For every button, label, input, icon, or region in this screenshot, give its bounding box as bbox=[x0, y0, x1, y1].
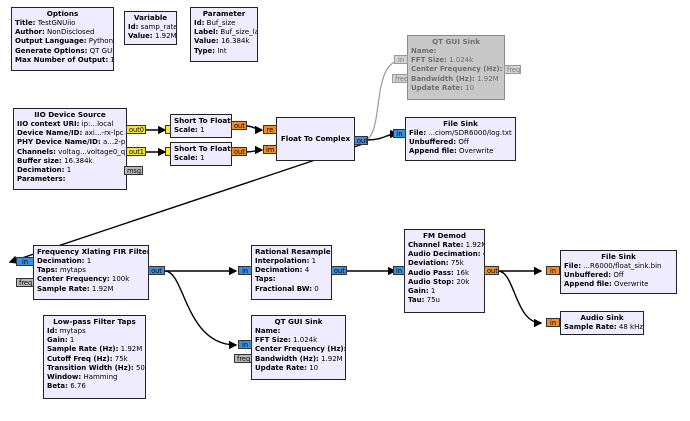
fm-demod-in-port[interactable]: in bbox=[393, 266, 405, 275]
block-title: Short To Float bbox=[174, 116, 231, 125]
low-pass-filter-taps-block[interactable]: Low-pass Filter Taps Id: mytaps Gain: 1 … bbox=[43, 315, 146, 399]
block-title: Options bbox=[46, 9, 79, 18]
connection-xlating-qtsink bbox=[164, 270, 238, 350]
s2f1-out-port[interactable]: out bbox=[231, 121, 247, 130]
variable-block[interactable]: Variable Id: samp_rate Value: 1.92M bbox=[124, 11, 177, 45]
block-title: QT GUI Sink bbox=[432, 37, 480, 46]
f2c-im-port[interactable]: im bbox=[263, 145, 277, 154]
qt-sink-bottom-freq-port[interactable]: freq bbox=[234, 354, 252, 363]
block-title: Short To Float bbox=[174, 144, 231, 153]
iio-msg-port[interactable]: msg bbox=[124, 166, 143, 175]
short-to-float-1-block[interactable]: Short To Float Scale: 1 bbox=[170, 114, 232, 138]
file-sink-top-in-port[interactable]: in bbox=[393, 129, 406, 138]
parameter-block[interactable]: Parameter Id: Buf_size Label: Buf_size_l… bbox=[190, 7, 258, 62]
xlating-in-port[interactable]: in bbox=[16, 257, 34, 266]
s2f2-in-port[interactable] bbox=[165, 147, 171, 156]
audio-sink-in-port[interactable]: in bbox=[546, 318, 560, 327]
options-block[interactable]: Options Title: TestGNUiio Author: NonDis… bbox=[11, 7, 114, 71]
resampler-in-port[interactable]: in bbox=[238, 266, 252, 275]
block-title: Float To Complex bbox=[280, 134, 351, 143]
freq-xlating-fir-filter-block[interactable]: Frequency Xlating FIR Filter Decimation:… bbox=[33, 245, 149, 300]
iio-out0-port[interactable]: out0 bbox=[126, 125, 146, 134]
fm-demod-block[interactable]: FM Demod Channel Rate: 1.92M Audio Decim… bbox=[404, 229, 485, 313]
xlating-out-port[interactable]: out bbox=[148, 266, 165, 275]
rational-resampler-block[interactable]: Rational Resampler Interpolation: 1 Deci… bbox=[251, 245, 332, 300]
s2f2-out-port[interactable]: out bbox=[231, 147, 247, 156]
qt-sink-top-in-port[interactable]: in bbox=[394, 55, 408, 64]
float-to-complex-block[interactable]: Float To Complex bbox=[276, 117, 355, 161]
file-sink-bottom-block[interactable]: File Sink File: ...R6000/float_sink.bin … bbox=[560, 250, 677, 294]
resampler-out-port[interactable]: out bbox=[331, 266, 347, 275]
file-sink-bottom-in-port[interactable]: in bbox=[546, 266, 560, 275]
iio-device-source-block[interactable]: IIO Device Source IIO context URI: ip:..… bbox=[13, 108, 127, 190]
qt-sink-top-freq-out-port[interactable]: freq bbox=[504, 65, 521, 74]
s2f1-in-port[interactable] bbox=[165, 125, 171, 134]
block-title: Low-pass Filter Taps bbox=[53, 317, 136, 326]
block-title: Variable bbox=[133, 13, 168, 22]
f2c-re-port[interactable]: re bbox=[263, 125, 277, 134]
connection-f2c-xlating bbox=[8, 142, 367, 264]
qt-gui-sink-bottom-block[interactable]: QT GUI Sink Name: FFT Size: 1.024k Cente… bbox=[251, 315, 346, 380]
block-title: FM Demod bbox=[423, 231, 466, 240]
block-title: IIO Device Source bbox=[34, 110, 106, 119]
block-title: Frequency Xlating FIR Filter bbox=[37, 247, 149, 256]
connection-fmdemod-audiosink bbox=[497, 270, 543, 328]
qt-sink-top-freq-in-port[interactable]: freq bbox=[392, 74, 408, 83]
audio-sink-block[interactable]: Audio Sink Sample Rate: 48 kHz bbox=[560, 311, 644, 335]
f2c-out-port[interactable]: out bbox=[354, 136, 368, 145]
connection-s2f1-re bbox=[245, 125, 264, 135]
connection-s2f2-im bbox=[245, 145, 264, 155]
qt-gui-sink-disabled-block[interactable]: QT GUI Sink Name: FFT Size: 1.024k Cente… bbox=[407, 35, 505, 100]
block-title: Rational Resampler bbox=[255, 247, 332, 256]
connection-f2c-qtsink-disabled bbox=[365, 56, 405, 141]
block-title: Audio Sink bbox=[580, 313, 624, 322]
block-title: QT GUI Sink bbox=[274, 317, 323, 326]
xlating-freq-port[interactable]: freq bbox=[16, 278, 34, 287]
short-to-float-2-block[interactable]: Short To Float Scale: 1 bbox=[170, 142, 232, 166]
block-title: File Sink bbox=[443, 119, 478, 128]
qt-sink-bottom-in-port[interactable]: in bbox=[238, 340, 252, 349]
block-title: Parameter bbox=[202, 9, 246, 18]
fm-demod-out-port[interactable]: out bbox=[484, 266, 499, 275]
iio-out1-port[interactable]: out1 bbox=[126, 147, 146, 156]
block-title: File Sink bbox=[601, 252, 636, 261]
file-sink-top-block[interactable]: File Sink File: ...ciom/SDR6000/log.txt … bbox=[405, 117, 516, 161]
